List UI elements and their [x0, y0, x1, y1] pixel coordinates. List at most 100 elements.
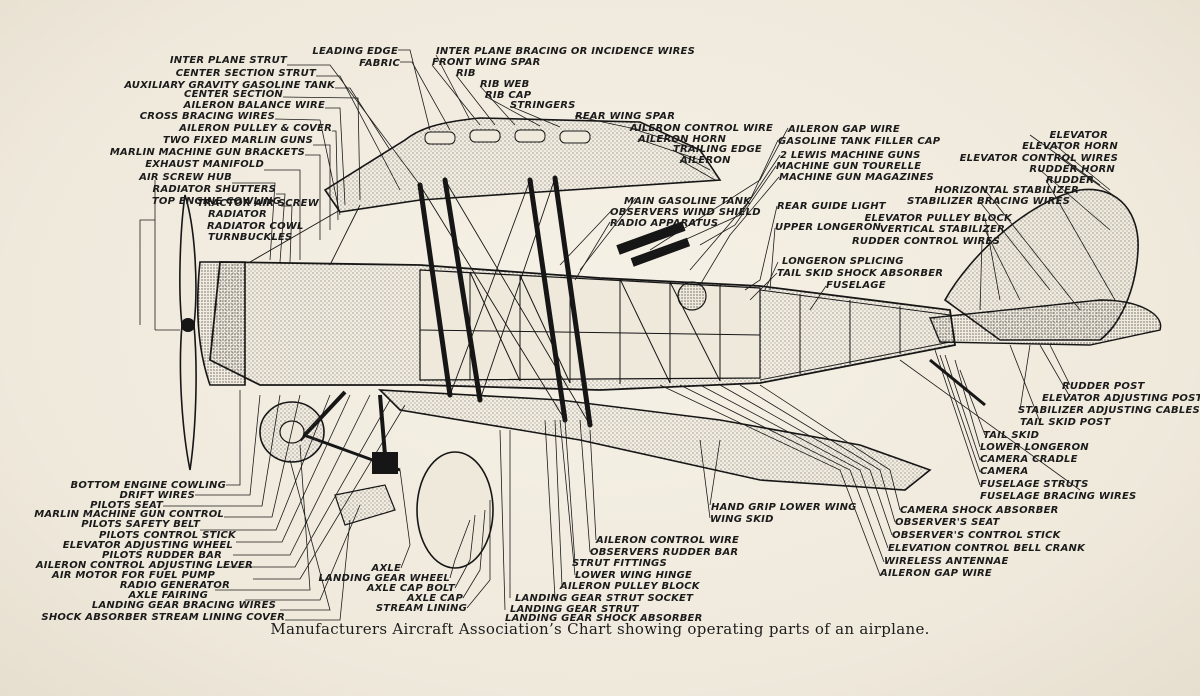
engine-cowling — [196, 261, 246, 386]
label-elevator-horn: ELEVATOR HORN — [1022, 141, 1118, 152]
label-aileron-gap-wire-bottom: AILERON GAP WIRE — [879, 568, 992, 579]
label-landing-gear-shock-absorber: LANDING GEAR SHOCK ABSORBER — [505, 613, 702, 624]
label-radiator-cowl: RADIATOR COWL — [207, 221, 304, 232]
label-mg-magazines: MACHINE GUN MAGAZINES — [779, 172, 934, 183]
label-aileron-control-wire-bottom: AILERON CONTROL WIRE — [595, 535, 739, 546]
label-elevator: ELEVATOR — [1050, 130, 1109, 141]
label-shock-absorber-stream-lining-cover: SHOCK ABSORBER STREAM LINING COVER — [41, 612, 285, 623]
label-center-section-strut: CENTER SECTION STRUT — [176, 68, 317, 79]
label-radiator: RADIATOR — [208, 209, 267, 220]
label-rudder-horn: RUDDER HORN — [1029, 164, 1115, 175]
lower-wing — [377, 389, 932, 491]
label-vertical-stabilizer: VERTICAL STABILIZER — [880, 224, 1005, 235]
rear-fuselage-lines — [759, 289, 951, 381]
label-pilots-safety-belt: PILOTS SAFETY BELT — [81, 519, 201, 530]
label-camera: CAMERA — [980, 466, 1029, 477]
label-camera-shock-absorber: CAMERA SHOCK ABSORBER — [900, 505, 1059, 516]
label-exhaust-manifold: EXHAUST MANIFOLD — [145, 159, 264, 170]
label-tail-skid: TAIL SKID — [983, 430, 1039, 441]
label-upper-longeron: UPPER LONGERON — [775, 222, 882, 233]
label-rear-wing-spar: REAR WING SPAR — [575, 111, 675, 122]
label-rear-guide-light: REAR GUIDE LIGHT — [777, 201, 887, 212]
airplane-illustration — [179, 117, 1162, 569]
cockpit-frame — [419, 269, 761, 381]
label-marlin-mg-control: MARLIN MACHINE GUN CONTROL — [34, 509, 224, 520]
propeller — [179, 194, 197, 471]
label-observers-seat: OBSERVER'S SEAT — [895, 517, 1000, 528]
landing-gear — [259, 390, 494, 569]
lewis-guns — [616, 221, 707, 311]
label-fuselage: FUSELAGE — [826, 280, 886, 291]
label-radio-generator: RADIO GENERATOR — [120, 580, 230, 591]
label-landing-gear-strut-socket: LANDING GEAR STRUT SOCKET — [515, 593, 694, 604]
label-camera-cradle: CAMERA CRADLE — [980, 454, 1078, 465]
label-lower-longeron: LOWER LONGERON — [980, 442, 1089, 453]
label-wing-skid: WING SKID — [710, 514, 774, 525]
label-bottom-engine-cowling: BOTTOM ENGINE COWLING — [71, 480, 226, 491]
label-aileron-control-wire-top: AILERON CONTROL WIRE — [629, 123, 773, 134]
label-strut-fittings: STRUT FITTINGS — [572, 558, 667, 569]
label-observers-control-stick: OBSERVER'S CONTROL STICK — [892, 530, 1062, 541]
label-elevator-pulley-block: ELEVATOR PULLEY BLOCK — [864, 213, 1013, 224]
label-longeron-splicing: LONGERON SPLICING — [782, 256, 904, 267]
interplane-struts — [417, 175, 593, 428]
detached-wheel — [416, 451, 494, 569]
label-turnbuckles: TURNBUCKLES — [208, 232, 292, 243]
label-elevator-adjusting-post: ELEVATOR ADJUSTING POST — [1042, 393, 1200, 404]
label-axle-fairing: AXLE FAIRING — [127, 590, 208, 601]
bracing-wires — [249, 177, 591, 426]
tail-skid-shape — [929, 358, 986, 407]
label-fuselage-struts: FUSELAGE STRUTS — [980, 479, 1088, 490]
label-air-screw-hub: AIR SCREW HUB — [138, 172, 232, 183]
label-lower-wing-hinge: LOWER WING HINGE — [575, 570, 692, 581]
label-observers-wind-shield: OBSERVERS WIND SHIELD — [610, 207, 761, 218]
label-top-engine-cowling: TOP ENGINE COWLING — [152, 196, 281, 207]
label-aileron-pulley-block: AILERON PULLEY BLOCK — [559, 581, 701, 592]
label-aileron-balance-wire: AILERON BALANCE WIRE — [183, 100, 326, 111]
label-hand-grip-lower-wing: HAND GRIP LOWER WING — [711, 502, 857, 513]
leader-lines — [139, 49, 1121, 621]
label-stringers: STRINGERS — [510, 100, 576, 111]
upper-wing-panels — [424, 129, 591, 145]
upper-wing — [323, 117, 722, 213]
label-rudder-control-wires: RUDDER CONTROL WIRES — [852, 236, 1000, 247]
label-pilots-seat: PILOTS SEAT — [90, 500, 164, 511]
label-inter-plane-bracing: INTER PLANE BRACING OR INCIDENCE WIRES — [436, 46, 695, 57]
label-landing-gear-bracing-wires-vis: LANDING GEAR BRACING WIRES — [92, 600, 276, 611]
label-cross-bracing-wires: CROSS BRACING WIRES — [140, 111, 275, 122]
label-horizontal-stabilizer: HORIZONTAL STABILIZER — [935, 185, 1079, 196]
label-observers-rudder-bar: OBSERVERS RUDDER BAR — [590, 547, 738, 558]
horizontal-stabilizer-shape — [928, 299, 1162, 346]
label-air-motor-fuel-pump: AIR MOTOR FOR FUEL PUMP — [51, 570, 216, 581]
label-two-fixed-marlin-guns: TWO FIXED MARLIN GUNS — [163, 135, 313, 146]
label-axle: AXLE — [371, 563, 401, 574]
label-aileron-horn: AILERON HORN — [637, 134, 726, 145]
label-marlin-mg-brackets: MARLIN MACHINE GUN BRACKETS — [110, 147, 305, 158]
label-pilots-rudder-bar: PILOTS RUDDER BAR — [102, 550, 222, 561]
label-aileron-pulley-cover: AILERON PULLEY & COVER — [178, 123, 332, 134]
label-aux-gravity-tank: AUXILIARY GRAVITY GASOLINE TANK — [123, 80, 336, 91]
label-main-gasoline-tank: MAIN GASOLINE TANK — [624, 196, 752, 207]
label-mg-tourelle: MACHINE GUN TOURELLE — [776, 161, 921, 172]
label-rib-cap: RIB CAP — [485, 90, 532, 101]
label-axle-cap-bolt: AXLE CAP BOLT — [366, 583, 456, 594]
label-drift-wires: DRIFT WIRES — [119, 490, 195, 501]
label-fuselage-bracing-wires: FUSELAGE BRACING WIRES — [980, 491, 1136, 502]
label-gasoline-tank-filler-cap: GASOLINE TANK FILLER CAP — [778, 136, 941, 147]
label-wireless-antennae: WIRELESS ANTENNAE — [884, 556, 1008, 567]
label-aileron-control-adjusting-lever: AILERON CONTROL ADJUSTING LEVER — [35, 560, 253, 571]
label-leading-edge: LEADING EDGE — [312, 46, 398, 57]
label-landing-gear-strut: LANDING GEAR STRUT — [510, 604, 640, 615]
label-radio-apparatus: RADIO APPARATUS — [610, 218, 718, 229]
label-elevator-control-wires: ELEVATOR CONTROL WIRES — [960, 153, 1118, 164]
fuselage-struts-lines — [419, 271, 761, 384]
label-fabric: FABRIC — [359, 58, 400, 69]
label-stream-lining: STREAM LINING — [376, 603, 467, 614]
label-pilots-control-stick: PILOTS CONTROL STICK — [99, 530, 237, 541]
label-rib: RIB — [456, 68, 476, 79]
label-tractor-air-screw: TRACTOR AIR SCREW — [197, 198, 320, 209]
label-aileron-gap-wire-top: AILERON GAP WIRE — [787, 124, 900, 135]
label-radiator-shutters: RADIATOR SHUTTERS — [153, 184, 276, 195]
